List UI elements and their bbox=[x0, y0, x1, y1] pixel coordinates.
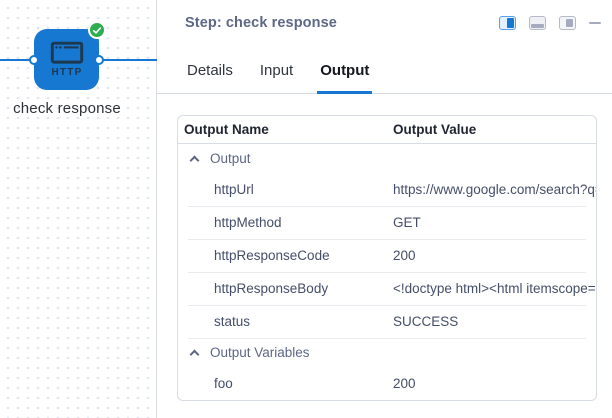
output-name-cell: foo bbox=[214, 376, 233, 391]
layout-split-right-icon[interactable] bbox=[499, 16, 516, 30]
output-name-cell: status bbox=[214, 314, 251, 329]
chevron-up-icon[interactable] bbox=[189, 349, 200, 359]
node-label: check response bbox=[13, 100, 121, 117]
group-row[interactable]: Output bbox=[178, 144, 596, 173]
collapse-icon[interactable] bbox=[589, 21, 601, 25]
tab-details[interactable]: Details bbox=[187, 62, 233, 79]
output-name-cell: httpResponseBody bbox=[214, 281, 329, 296]
table-body: Output httpUrl https://www.google.com/sear… bbox=[178, 144, 596, 400]
output-value-cell: <!doctype html><html itemscope=' bbox=[393, 281, 596, 296]
panel-layout-toolbar bbox=[499, 16, 601, 30]
tab-output[interactable]: Output bbox=[317, 62, 373, 94]
output-value-cell: 200 bbox=[393, 376, 416, 391]
check-badge-icon bbox=[88, 21, 106, 39]
group-label: Output Variables bbox=[210, 345, 310, 360]
group-cell: Output bbox=[178, 151, 393, 166]
input-port[interactable] bbox=[29, 55, 39, 65]
table-row: status SUCCESS bbox=[178, 305, 596, 338]
output-value-cell: 200 bbox=[393, 248, 416, 263]
layout-panel-right-fill bbox=[566, 19, 573, 27]
output-port[interactable] bbox=[94, 55, 104, 65]
output-name-cell: httpMethod bbox=[214, 215, 282, 230]
http-task-node[interactable]: HTTP bbox=[34, 29, 99, 90]
browser-window-icon: HTTP bbox=[50, 41, 83, 78]
output-value-cell: GET bbox=[393, 215, 421, 230]
group-row[interactable]: Output Variables bbox=[178, 338, 596, 367]
panel-title: Step: check response bbox=[185, 15, 337, 31]
output-name-cell: httpResponseCode bbox=[214, 248, 330, 263]
tab-bar: Details Input Output bbox=[157, 62, 612, 94]
table-row: httpUrl https://www.google.com/search?q= bbox=[178, 173, 596, 206]
output-value-cell: SUCCESS bbox=[393, 314, 459, 329]
table-row: httpResponseCode 200 bbox=[178, 239, 596, 272]
step-details-panel: Step: check response Details Input Outpu… bbox=[157, 0, 612, 418]
diagram-canvas[interactable]: HTTP check response bbox=[0, 0, 157, 418]
table-row: foo 200 bbox=[178, 367, 596, 400]
table-header-row: Output Name Output Value bbox=[178, 116, 596, 144]
output-name-cell: httpUrl bbox=[214, 182, 254, 197]
svg-text:HTTP: HTTP bbox=[51, 67, 82, 78]
layout-split-bottom-fill bbox=[531, 24, 544, 28]
layout-split-right-fill bbox=[507, 18, 514, 28]
column-header-output-name: Output Name bbox=[184, 122, 269, 137]
group-cell: Output Variables bbox=[178, 345, 393, 360]
group-label: Output bbox=[210, 151, 251, 166]
column-header-output-value: Output Value bbox=[393, 122, 477, 137]
table-row: httpResponseBody <!doctype html><html ite… bbox=[178, 272, 596, 305]
chevron-up-icon[interactable] bbox=[189, 155, 200, 165]
layout-split-bottom-icon[interactable] bbox=[529, 16, 546, 30]
panel-header: Step: check response bbox=[157, 0, 612, 34]
table-row: httpMethod GET bbox=[178, 206, 596, 239]
output-value-cell: https://www.google.com/search?q= bbox=[393, 182, 596, 197]
layout-panel-right-icon[interactable] bbox=[559, 16, 576, 30]
tab-input[interactable]: Input bbox=[259, 62, 294, 79]
